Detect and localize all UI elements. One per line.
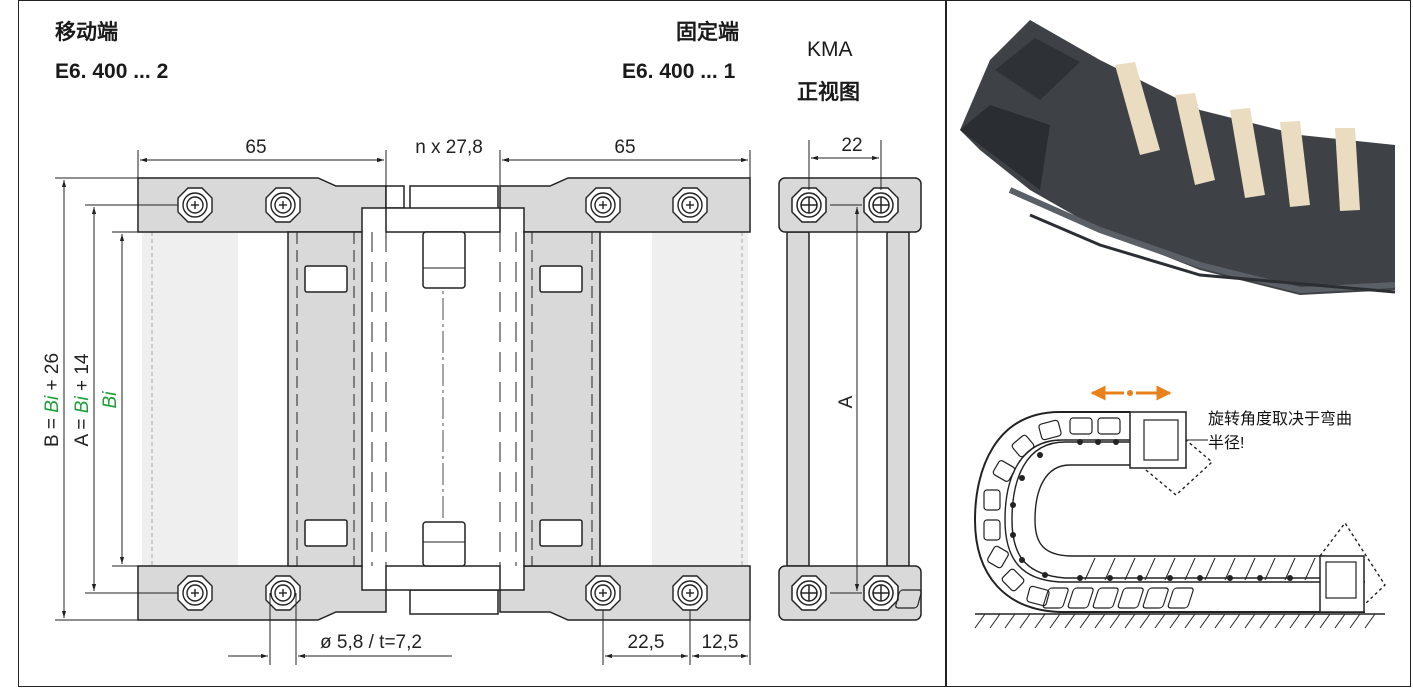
dimension-lines [55, 150, 751, 665]
dim-right-width: 65 [614, 137, 635, 158]
bend-note-line2: 半径! [1208, 434, 1244, 452]
drawing-frame [18, 0, 1411, 687]
top-right-plate [499, 177, 751, 233]
bend-radius-diagram [895, 411, 1386, 629]
dim-b-formula: B = Bi + 26 [42, 353, 63, 447]
screw-icons [177, 187, 708, 611]
bottom-right-plate [499, 565, 751, 621]
top-latch [422, 231, 466, 289]
bottom-latch [422, 521, 466, 567]
moving-end-title: 移动端 [55, 21, 118, 44]
fixed-end-title: 固定端 [676, 21, 739, 44]
svg-text:A = Bi + 14: A = Bi + 14 [72, 353, 93, 446]
dim-left-width: 65 [245, 137, 266, 158]
bend-note-line1: 旋转角度取决于弯曲 [1208, 410, 1352, 428]
svg-text:A: A [836, 395, 857, 408]
dim-bi: Bi [100, 391, 121, 409]
dim-pitch: n x 27,8 [415, 137, 483, 158]
chain-top-view [137, 177, 751, 621]
dim-front-a: A [836, 395, 857, 408]
moving-end-code: E6. 400 ... 2 [55, 60, 169, 83]
orange-arrow [1090, 385, 1172, 401]
frame-divider [945, 0, 947, 687]
svg-text:Bi: Bi [100, 391, 121, 409]
kma-title: KMA [807, 38, 853, 61]
dim-front-width: 22 [841, 135, 862, 156]
svg-text:B = Bi + 26: B = Bi + 26 [42, 353, 63, 447]
fixed-end-code: E6. 400 ... 1 [622, 60, 736, 83]
dim-a-formula: A = Bi + 14 [72, 353, 93, 446]
dim-hole: ø 5,8 / t=7,2 [320, 632, 422, 653]
front-view-title: 正视图 [797, 81, 860, 104]
dim-offset-1: 22,5 [628, 632, 665, 653]
front-dimension-lines [808, 140, 882, 594]
cable-chain-photo [960, 20, 1396, 295]
dim-offset-2: 12,5 [702, 632, 739, 653]
